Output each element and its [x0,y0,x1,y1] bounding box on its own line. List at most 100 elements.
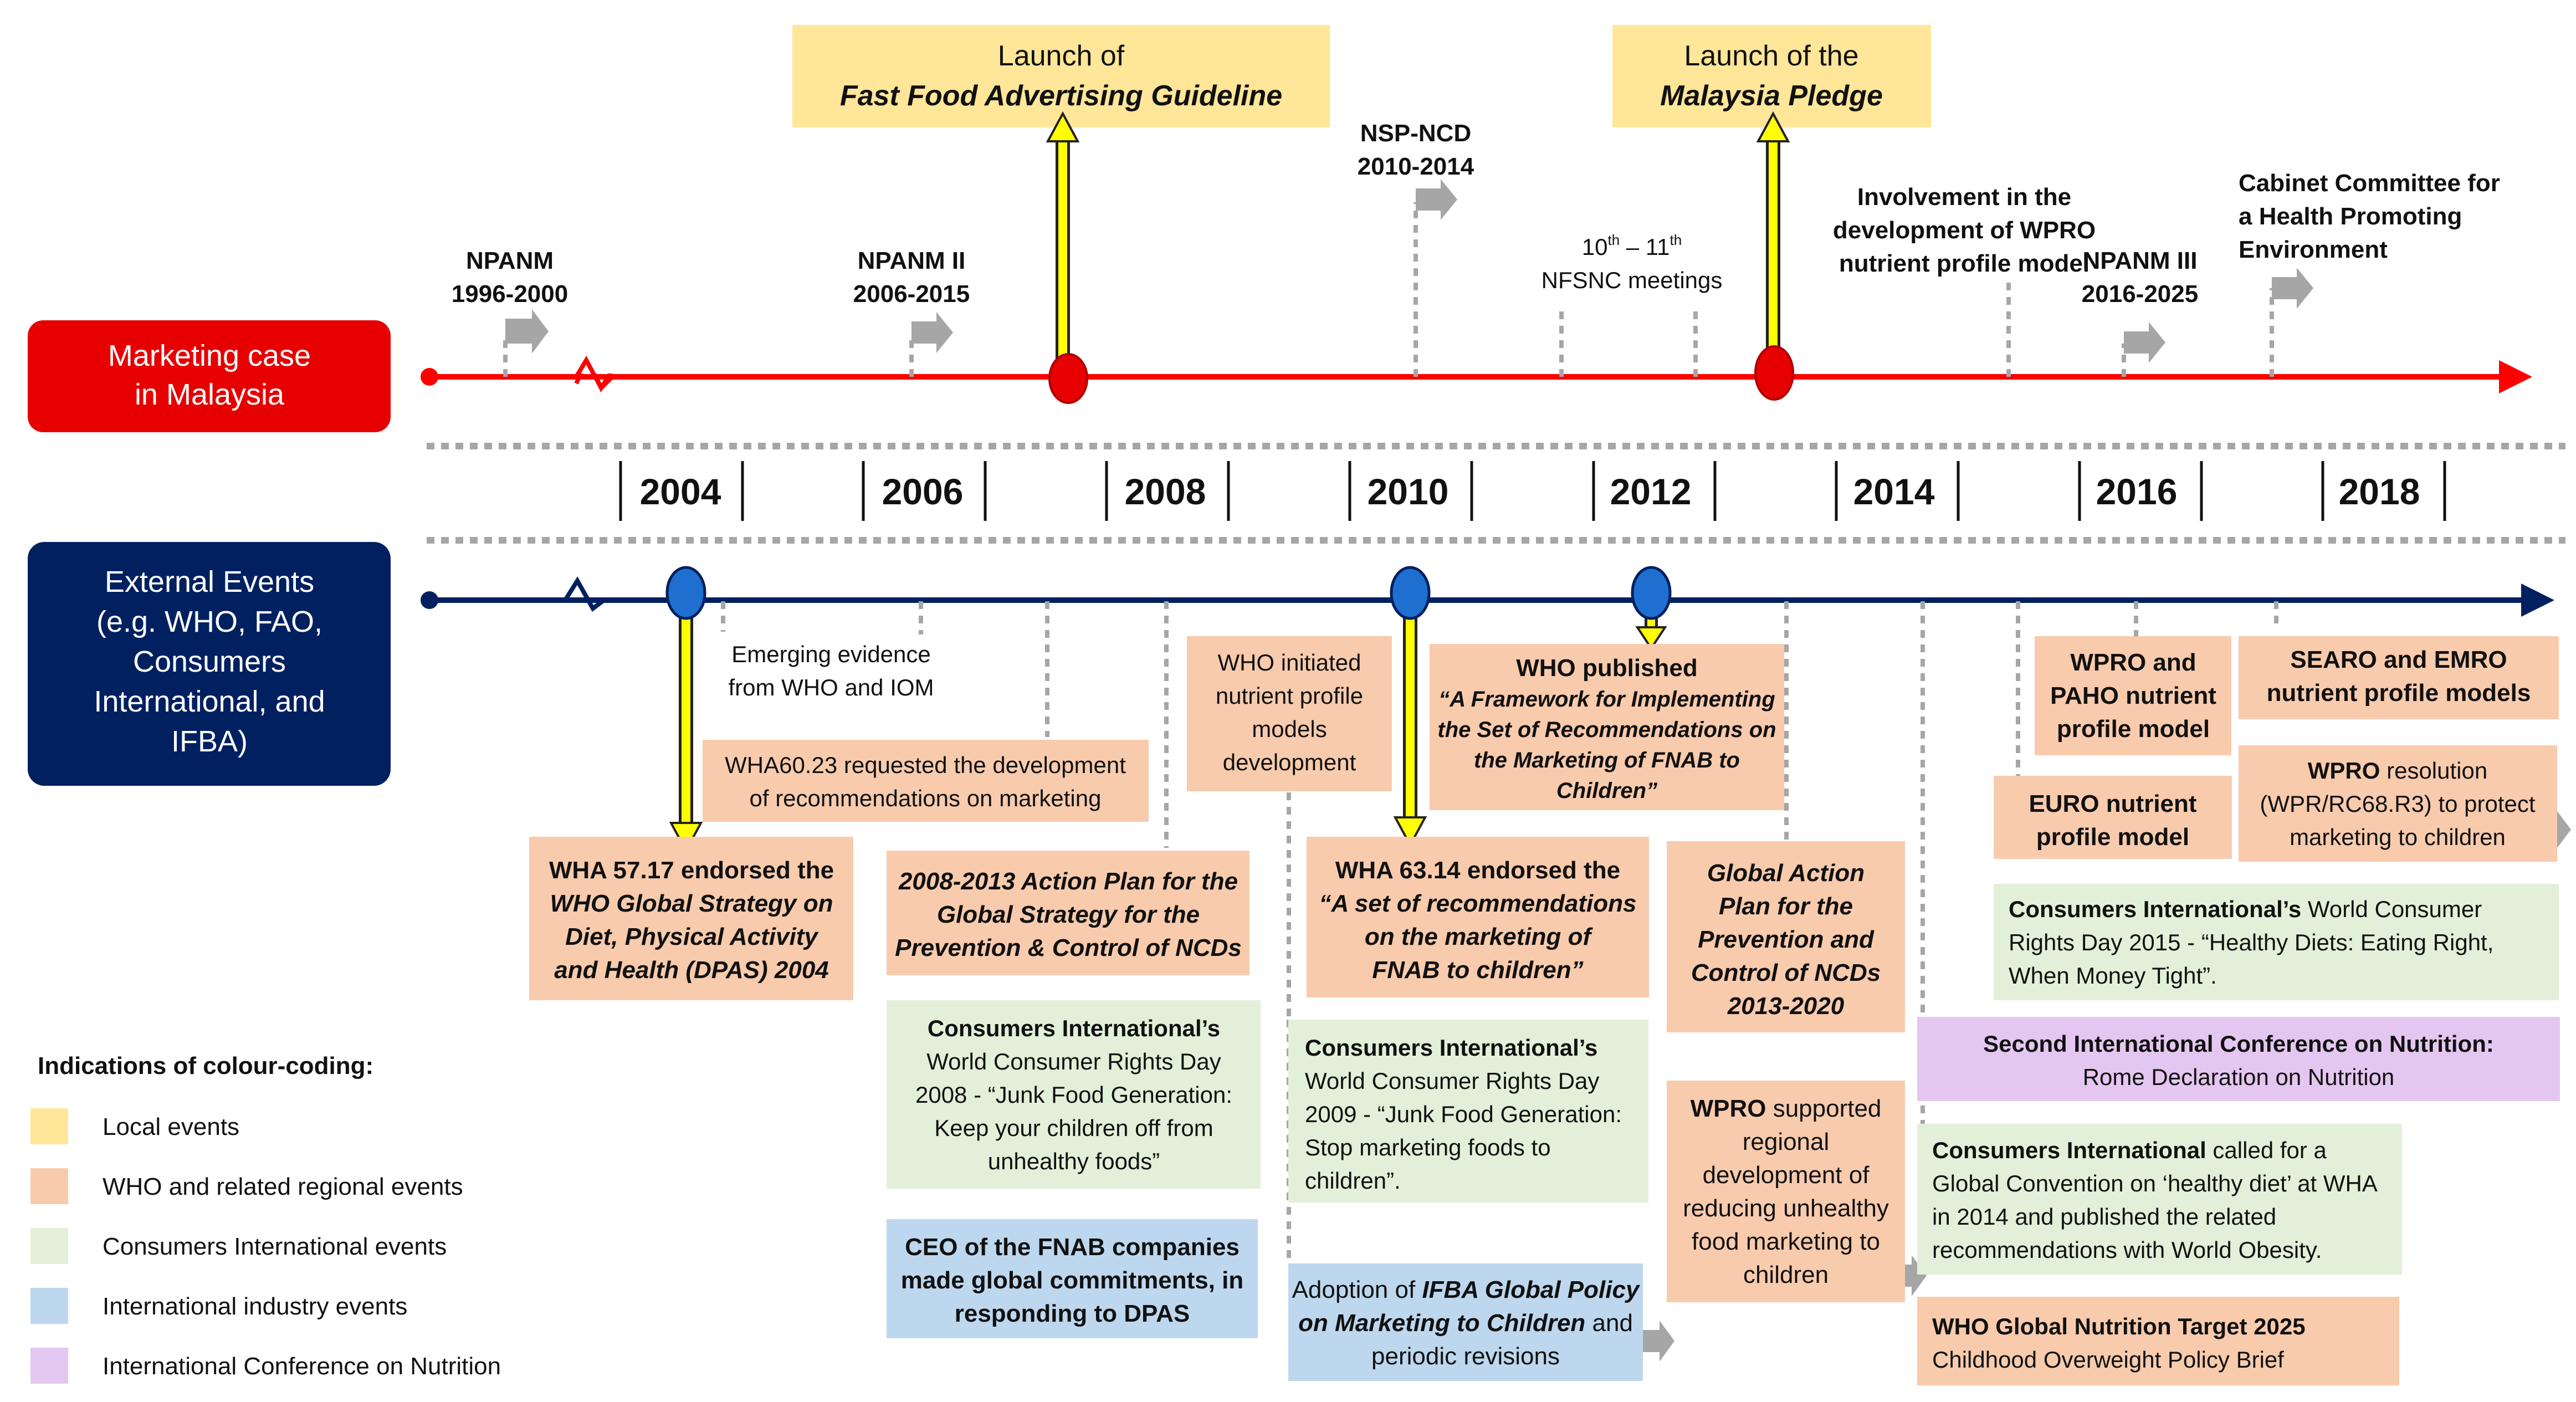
event-text: Emerging evidence [731,641,931,667]
event-text: WPRO supported [1691,1095,1882,1122]
event-text: EURO nutrient [2029,790,2196,817]
event-text: 2013-2020 [1727,992,1845,1020]
event-text: Control of NCDs [1691,959,1881,986]
year-label: 2004 [640,471,721,512]
external-label-line: International, and [94,685,325,718]
event-text: development of WPRO [1833,217,2096,244]
event-nsp-ncd: NSP-NCD 2010-2014 [1358,120,1474,180]
event-text: NPANM II [858,247,966,274]
event-text: Prevention & Control of NCDs [895,934,1242,961]
event-text: marketing to children [2290,824,2506,850]
event-text: regional [1743,1128,1830,1155]
event-text: profile model [2036,823,2189,851]
event-text: WHO Global Nutrition Target 2025 [1932,1313,2306,1339]
year-label: 2012 [1610,471,1692,512]
event-text: FNAB to children” [1372,956,1583,984]
event-text: Children” [1556,779,1657,803]
event-text: in 2014 and published the related [1932,1204,2276,1230]
event-text: reducing unhealthy [1683,1195,1889,1222]
event-text: Malaysia Pledge [1660,80,1883,112]
year-label: 2010 [1368,471,1449,512]
event-text: Plan for the [1719,893,1853,920]
event-text: WPRO and [2070,649,2196,676]
legend-swatch [30,1288,68,1324]
event-icn2: Second International Conference on Nutri… [1917,1017,2560,1101]
malaysia-timeline [421,354,2532,393]
event-text: NPANM [466,247,554,274]
event-text: nutrient profile [1216,683,1363,709]
upper-connectors [503,202,2274,377]
event-wpro-supported: WPRO supported regional development of r… [1667,1081,1905,1302]
event-text: the Set of Recommendations on [1437,718,1776,742]
event-wha5717: WHA 57.17 endorsed the WHO Global Strate… [529,837,853,1000]
event-text: Adoption of IFBA Global Policy [1292,1276,1641,1303]
legend-swatch [30,1348,68,1384]
event-action-plan-2008: 2008-2013 Action Plan for the Global Str… [887,851,1249,975]
event-text: Global Action [1707,859,1865,887]
event-wha6023: WHA60.23 requested the development of re… [703,740,1149,822]
malaysia-label-box: Marketing case in Malaysia [28,320,391,432]
event-text: (WPR/RC68.R3) to protect [2260,791,2535,817]
event-text: WHA60.23 requested the development [725,752,1126,778]
event-npanm: NPANM 1996-2000 [452,247,568,308]
event-ifba-policy: Adoption of IFBA Global Policy on Market… [1288,1263,1643,1381]
event-euro-nutrient-profile: EURO nutrient profile model [1994,776,2232,859]
event-text: 2008-2013 Action Plan for the [898,868,1238,895]
event-text: Environment [2239,236,2388,263]
event-text: Stop marketing foods to [1305,1134,1551,1160]
event-text: Consumers International’s [928,1015,1220,1041]
legend-swatch [30,1228,68,1264]
event-text: from WHO and IOM [728,674,934,700]
event-text: WPRO resolution [2308,758,2487,784]
event-text: 2008 - “Junk Food Generation: [915,1082,1232,1108]
event-text: Rome Declaration on Nutrition [2083,1064,2395,1090]
event-text-part: Consumers International [1932,1137,2206,1163]
event-text-part: WPRO [1691,1095,1766,1122]
year-label: 2008 [1125,471,1206,512]
event-text: Global Convention on ‘healthy diet’ at W… [1932,1170,2378,1196]
event-text-part: – 11 [1620,234,1669,260]
event-wpro-nutrient-profile: Involvement in the development of WPRO n… [1833,183,2096,277]
external-label-box: External Events (e.g. WHO, FAO, Consumer… [28,542,391,786]
event-malaysia-pledge: Launch of the Malaysia Pledge [1612,25,1931,127]
event-text: development of [1703,1161,1870,1189]
external-label-line: External Events [105,565,314,598]
event-text: 1996-2000 [452,280,568,308]
malaysia-label-line: Marketing case [108,339,311,372]
legend-label: International Conference on Nutrition [103,1353,501,1380]
event-searo-emro: SEARO and EMRO nutrient profile models [2239,636,2559,719]
timeline-markers [665,345,1794,620]
legend-label: Local events [103,1113,239,1140]
event-text: World Consumer Rights Day [1305,1068,1599,1094]
event-wpro-resolution: WPRO resolution (WPR/RC68.R3) to protect… [2239,745,2557,862]
event-text: WHO published [1516,654,1698,682]
event-emerging-evidence: Emerging evidence from WHO and IOM [728,641,934,700]
event-text: and Health (DPAS) 2004 [554,956,829,984]
event-text: nutrient profile model [1839,250,2090,277]
event-text: PAHO nutrient [2050,682,2216,709]
legend-swatch [30,1108,68,1144]
event-wpro-paho: WPRO and PAHO nutrient profile model [2035,636,2231,755]
event-text: NSP-NCD [1360,120,1471,147]
event-text: Second International Conference on Nutri… [1983,1031,2494,1057]
event-text: NFSNC meetings [1541,267,1723,293]
event-text-part: Adoption of [1292,1276,1422,1303]
event-ci-2015: Consumers International’s World Consumer… [1994,884,2559,1000]
event-text: Consumers International’s [1305,1035,1597,1061]
event-text: children [1743,1261,1829,1288]
event-text: 10th – 11th [1582,232,1682,260]
event-text-sup: th [1608,232,1620,248]
event-text: 2016-2025 [2082,280,2198,308]
event-text: recommendations with World Obesity. [1932,1237,2322,1263]
year-label: 2016 [2096,471,2178,512]
event-cabinet-committee: Cabinet Committee for a Health Promoting… [2239,170,2500,263]
event-text-part: supported [1766,1095,1881,1122]
event-text: on the marketing of [1365,923,1594,950]
event-text-part: 10 [1582,234,1608,260]
event-text: Childhood Overweight Policy Brief [1932,1347,2284,1373]
event-text: WHA 63.14 endorsed the [1335,857,1620,884]
legend-label: WHO and related regional events [103,1173,463,1200]
external-timeline [421,576,2554,617]
event-text: SEARO and EMRO [2290,646,2507,673]
event-fast-food-guideline: Launch of Fast Food Advertising Guidelin… [792,25,1330,127]
